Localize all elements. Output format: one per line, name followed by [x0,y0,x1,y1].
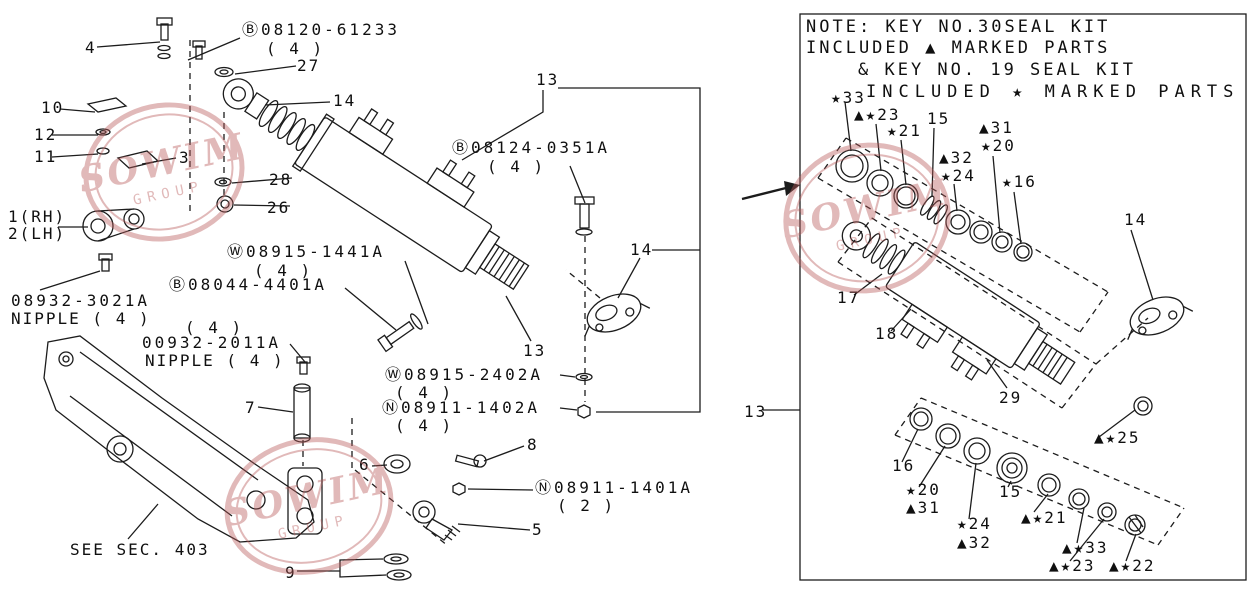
watermark-subtext: GROUP [834,224,909,255]
label-ref-33-a: ★33 [831,88,866,107]
seal-kit-parts [835,149,1153,536]
label-pn-00932-nipple: NIPPLE ( 4 ) [145,351,285,370]
label-ref-33-b: ▲★33 [1062,538,1109,557]
label-pn-08911-1402a-qty: ( 4 ) [395,416,454,435]
label-ref-2-lh: 2(LH) [8,224,67,243]
label-ref-20-a: ★20 [981,136,1016,155]
label-ref-8: 8 [527,435,539,454]
label-ref-27: 27 [297,56,321,75]
label-pn-08120-qty: ( 4 ) [266,39,325,58]
label-ref-4: 4 [85,38,97,57]
small-parts [82,17,595,581]
label-pn-08911-1401a: Ⓝ08911-1401A [535,478,693,497]
watermark-text: SOWIM [74,125,250,202]
label-ref-26: 26 [267,198,291,217]
label-ref-24-b: ★24 [957,514,992,533]
label-ref-23-b: ▲★23 [1049,556,1096,575]
label-ref-13-c: 13 [744,402,768,421]
label-pn-08044-qty: ( 4 ) [185,318,244,337]
axle-beam-see-sec-403 [43,335,323,543]
watermark-subtext: GROUP [276,512,351,543]
note-line-1: NOTE: KEY NO.30SEAL KIT [806,17,1111,37]
label-pn-08124-qty: ( 4 ) [487,157,546,176]
label-ref-10: 10 [41,98,65,117]
label-ref-16-a: ★16 [1002,172,1037,191]
label-ref-29: 29 [999,388,1023,407]
watermark-text: SOWIM [219,459,395,536]
label-ref-13-a: 13 [536,70,560,89]
label-ref-11: 11 [34,147,58,166]
label-pn-08911-1402a: Ⓝ08911-1402A [382,398,540,417]
watermark-subtext: GROUP [131,178,206,209]
label-ref-31-b: ▲31 [906,498,941,517]
label-pn-08915-2402a-qty: ( 4 ) [395,383,454,402]
label-pn-08915-2402a: Ⓦ08915-2402A [385,365,543,384]
label-ref-17: 17 [837,288,861,307]
label-ref-3: 3 [179,148,191,167]
label-ref-32-b: ▲32 [957,533,992,552]
note-line-3: & KEY NO. 19 SEAL KIT [858,60,1136,80]
label-ref-15-b: 15 [999,482,1023,501]
watermark-text: SOWIM [777,171,953,248]
label-ref-13-b: 13 [523,341,547,360]
label-ref-25: ▲★25 [1094,428,1141,447]
arrow-to-seal-kit-box-icon [741,181,800,201]
label-ref-16-b: 16 [892,456,916,475]
label-pn-08915-1441a-qty: ( 4 ) [254,261,313,280]
label-ref-9: 9 [285,563,297,582]
power-cylinder-assembly-right [841,221,1076,385]
label-ref-18: 18 [875,324,899,343]
label-ref-12: 12 [34,125,58,144]
seal-kit-note-box [799,13,1247,581]
label-ref-21-b: ▲★21 [1021,508,1068,527]
label-ref-14-b: 14 [630,240,654,259]
label-ref-5: 5 [532,520,544,539]
drawing-root [39,13,1247,581]
label-pn-00932-2011a: 00932-2011A [142,333,281,352]
power-cylinder-assembly-left [222,78,530,291]
label-see-sec-403: SEE SEC. 403 [70,540,210,559]
label-pn-08932-nipple: NIPPLE ( 4 ) [11,309,151,328]
label-pn-08120-61233: Ⓑ08120-61233 [242,20,400,39]
label-pn-08044-4401a: Ⓑ08044-4401A [169,275,327,294]
label-ref-6: 6 [359,455,371,474]
label-ref-1-rh: 1(RH) [8,207,67,226]
label-ref-31-a: ▲31 [979,118,1014,137]
label-ref-20-b: ★20 [906,480,941,499]
note-line-4: INCLUDED ★ MARKED PARTS [866,82,1240,102]
label-ref-15-a: 15 [927,109,951,128]
leader-lines [39,37,1154,578]
label-ref-14-c: 14 [1124,210,1148,229]
note-line-2: INCLUDED ▲ MARKED PARTS [806,38,1111,58]
label-ref-32-a: ▲32 [939,148,974,167]
label-ref-21-a: ★21 [887,121,922,140]
label-ref-23-a: ▲★23 [854,105,901,124]
label-pn-08915-1441a: Ⓦ08915-1441A [227,242,385,261]
label-pn-08124-0351a: Ⓑ08124-0351A [452,138,610,157]
label-ref-24-a: ★24 [941,166,976,185]
label-ref-22: ▲★22 [1109,556,1156,575]
label-pn-08932-3021a: 08932-3021A [11,291,150,310]
label-ref-7: 7 [245,398,257,417]
construction-lines [189,40,1185,547]
label-ref-28: 28 [269,170,293,189]
label-ref-14-a: 14 [333,91,357,110]
label-pn-08911-1401a-qty: ( 2 ) [557,496,616,515]
